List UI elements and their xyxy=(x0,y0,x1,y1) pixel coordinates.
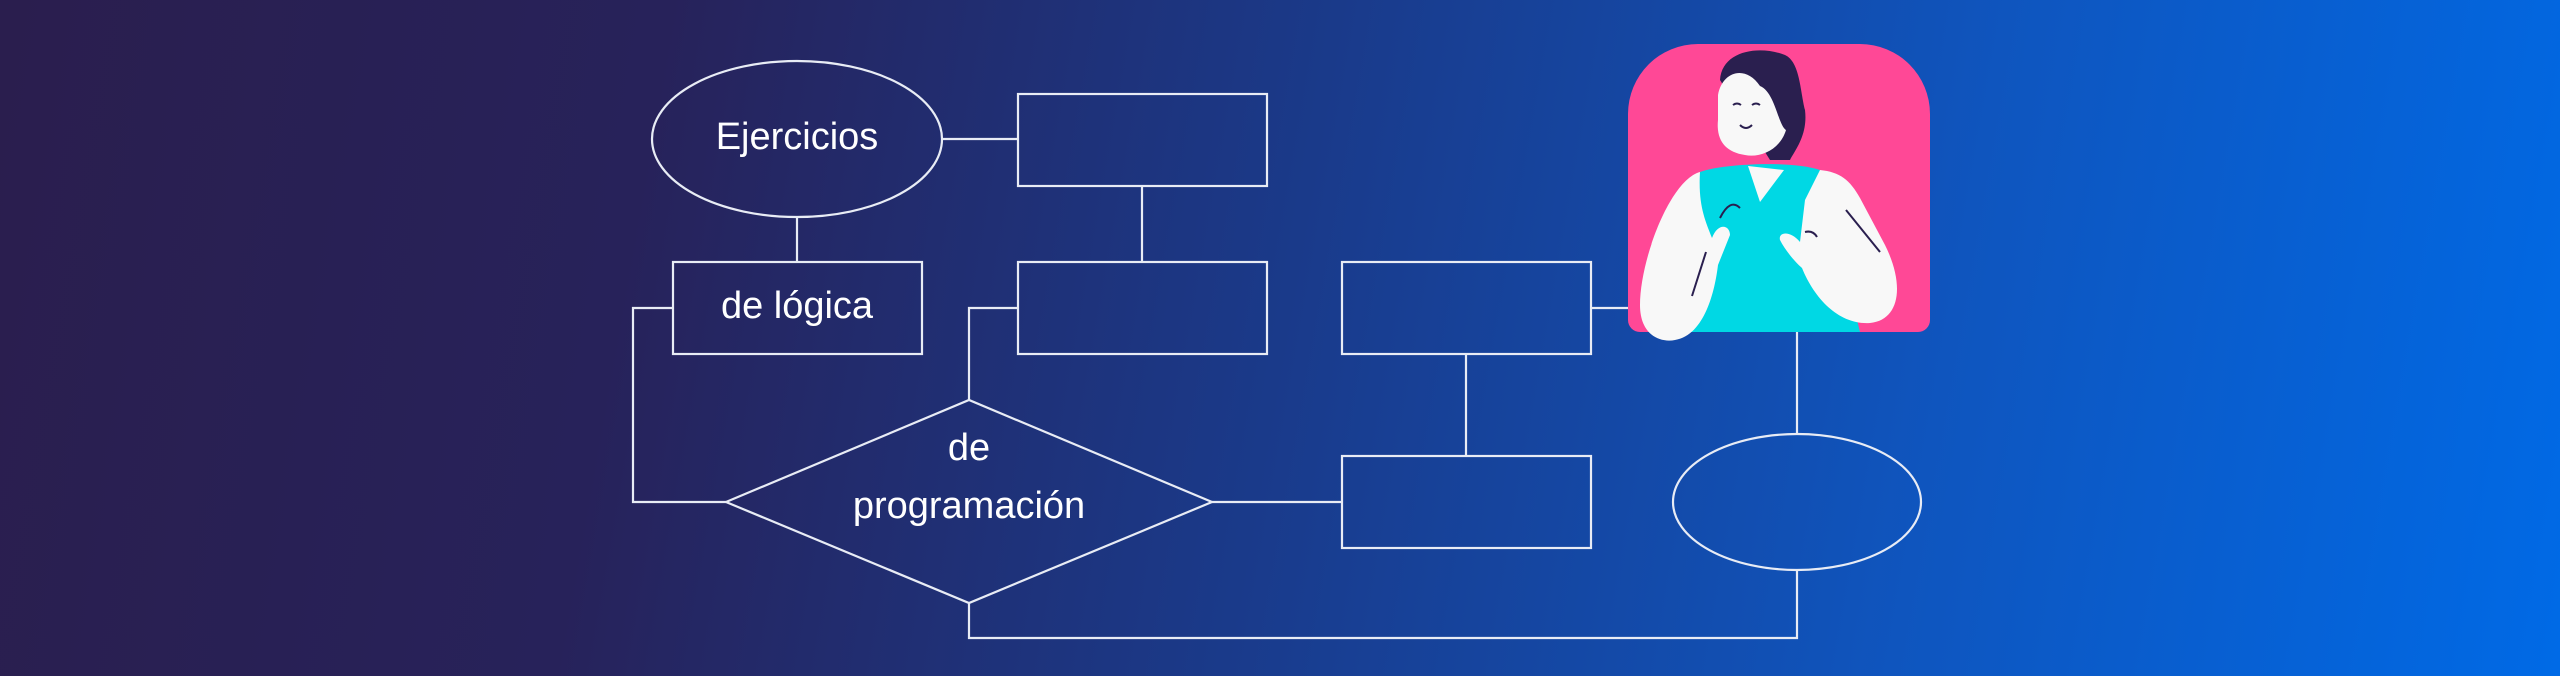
process-box xyxy=(1340,454,1593,550)
process-box xyxy=(1016,260,1269,356)
start-ellipse xyxy=(650,59,944,219)
logic-box-label: de lógica xyxy=(721,285,874,327)
process-box xyxy=(1340,260,1593,356)
person-illustration xyxy=(1628,44,1930,341)
right-arm xyxy=(1779,170,1897,324)
decision-label-line2: programación xyxy=(853,485,1085,527)
face xyxy=(1717,73,1786,156)
connector xyxy=(967,570,1799,640)
process-box xyxy=(1016,92,1269,188)
connector xyxy=(631,306,726,504)
end-ellipse xyxy=(1671,432,1923,572)
start-ellipse-label: Ejercicios xyxy=(716,116,879,158)
decision-diamond xyxy=(723,398,1215,605)
logic-box xyxy=(671,260,924,356)
connector xyxy=(967,306,1018,400)
decision-label-line1: de xyxy=(948,427,990,469)
left-arm xyxy=(1640,172,1730,341)
connectors xyxy=(631,137,1799,640)
